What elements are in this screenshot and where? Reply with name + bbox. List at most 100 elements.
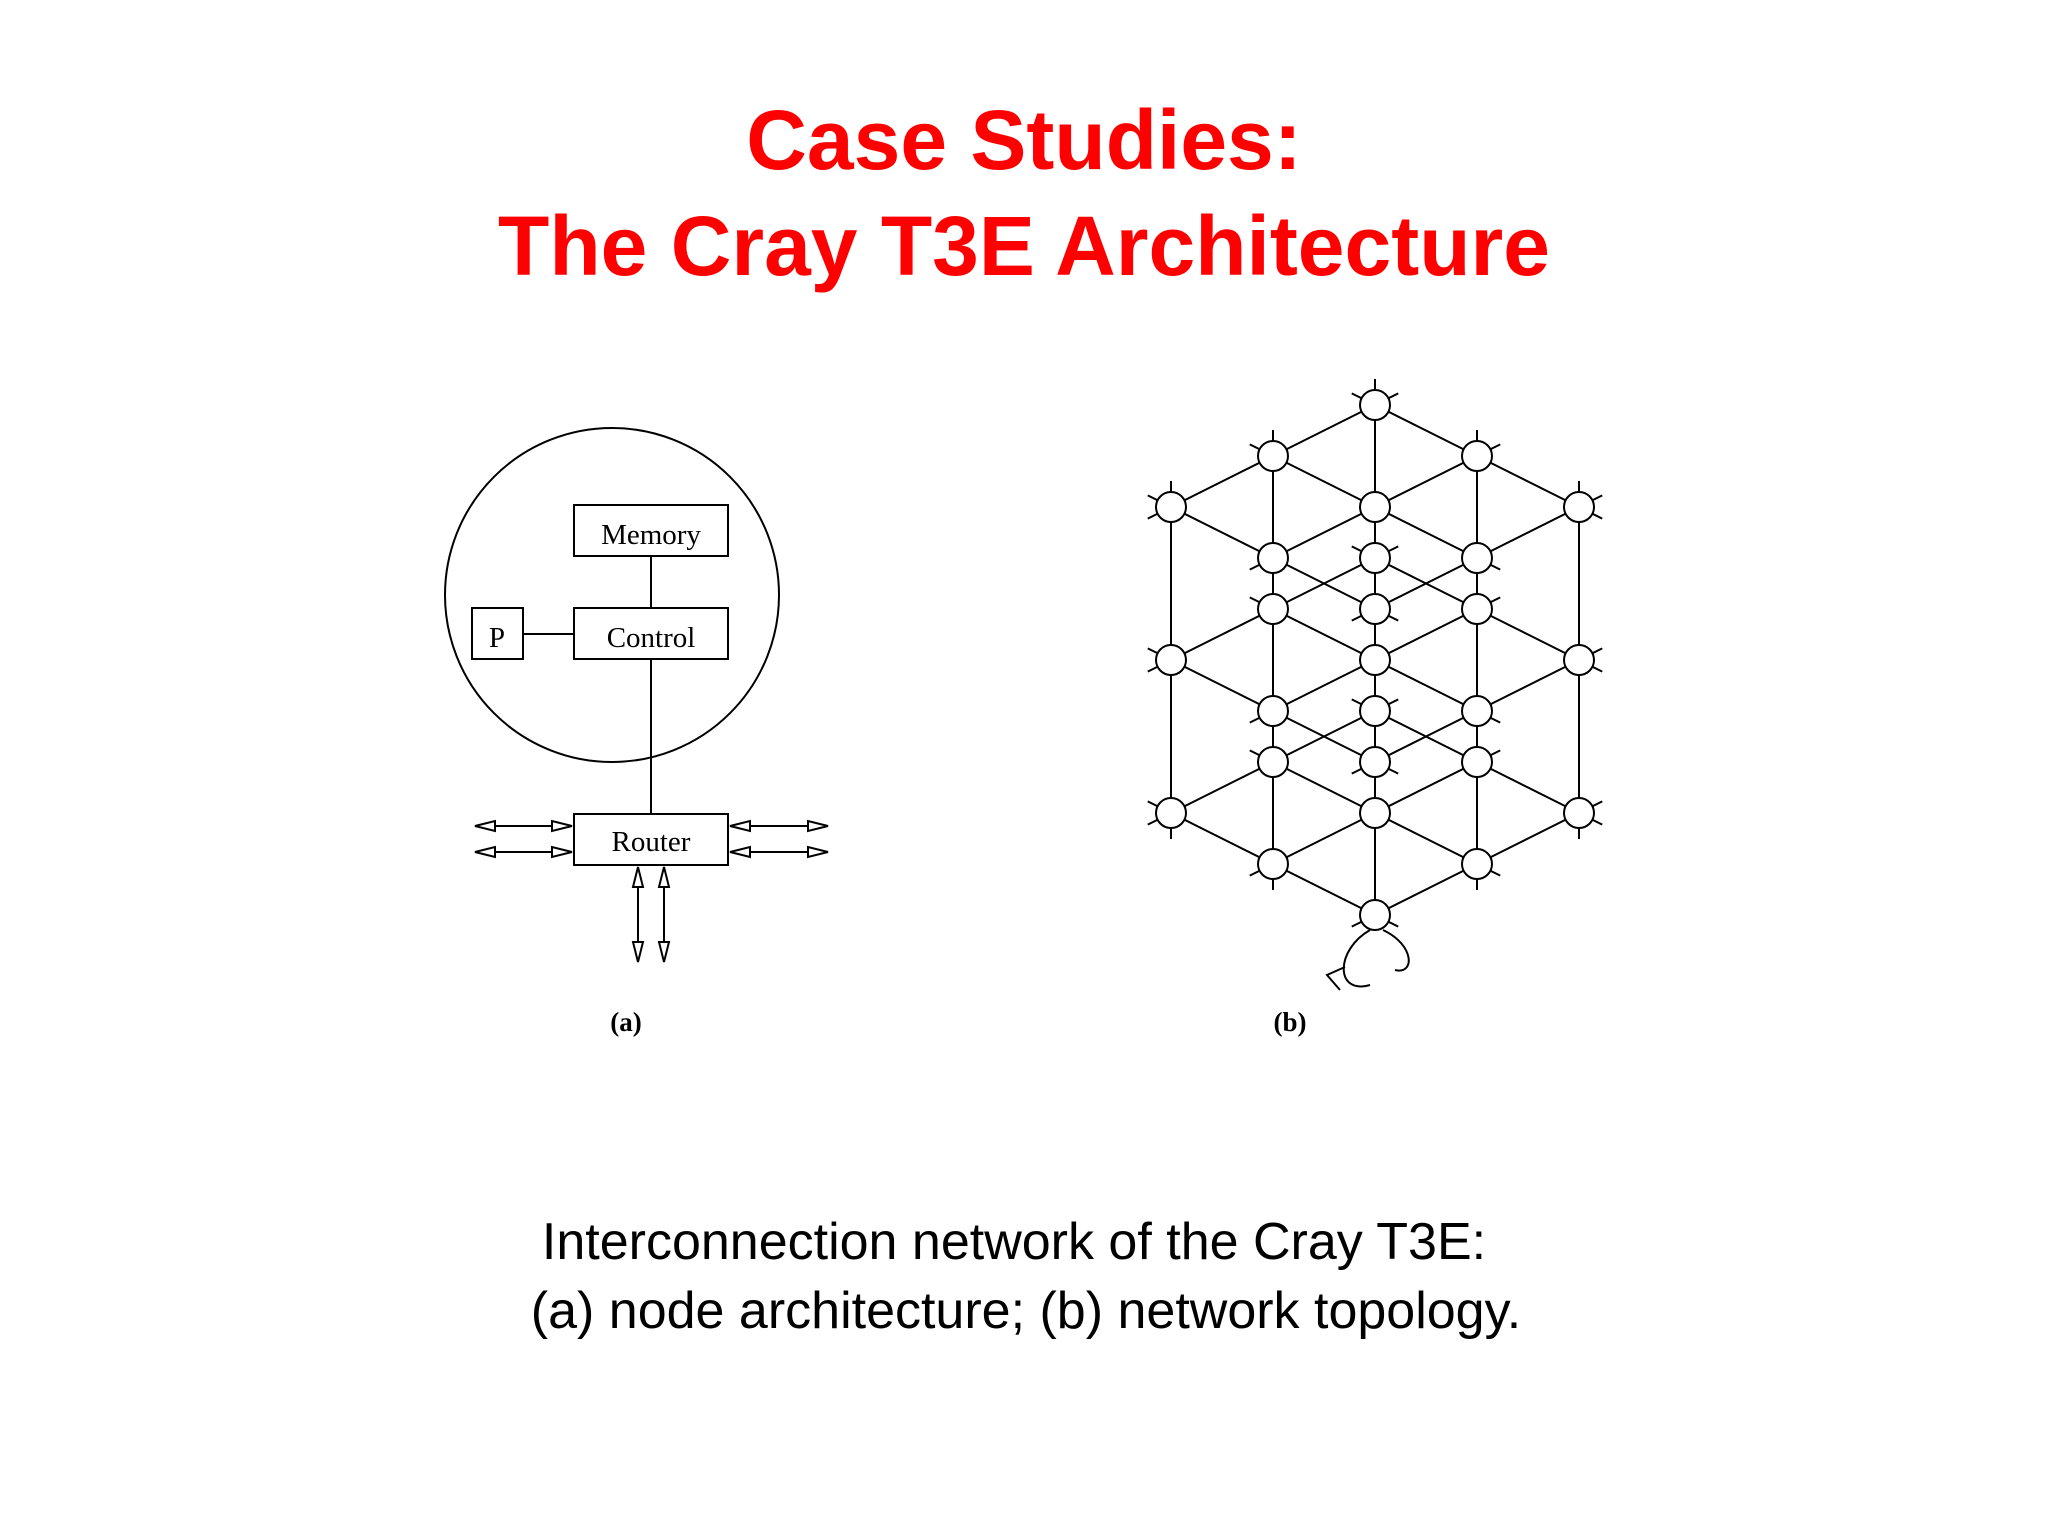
router-east-arrow-lower — [729, 845, 829, 859]
torus-link — [1272, 812, 1376, 865]
network-node — [1257, 542, 1289, 574]
wraparound-stub — [1591, 512, 1603, 520]
wraparound-stub — [1591, 818, 1603, 826]
torus-link — [1374, 557, 1478, 610]
wraparound-stub — [1147, 665, 1159, 673]
torus-link — [1170, 608, 1274, 661]
network-diagram-sublabel: (b) — [1274, 1007, 1307, 1037]
torus-link — [1170, 761, 1274, 814]
slide-title-line-1: Case Studies: — [746, 93, 1302, 187]
torus-link — [1272, 761, 1376, 814]
network-node — [1563, 644, 1595, 676]
torus-link — [1170, 455, 1274, 508]
torus-link — [1272, 659, 1376, 712]
network-node — [1461, 746, 1493, 778]
wraparound-stub — [1249, 749, 1261, 757]
torus-link — [1374, 710, 1478, 763]
wraparound-stub — [1489, 749, 1501, 757]
network-node — [1461, 848, 1493, 880]
network-node — [1461, 695, 1493, 727]
wraparound-stub — [1249, 596, 1261, 604]
wraparound-stubs — [1147, 379, 1603, 928]
torus-link — [1170, 812, 1274, 865]
router-south-arrow-left — [631, 866, 645, 963]
memory-label: Memory — [601, 519, 701, 551]
network-node — [1359, 389, 1391, 421]
router-label: Router — [612, 826, 691, 858]
torus-link — [1272, 455, 1376, 508]
network-node — [1257, 848, 1289, 880]
network-node — [1155, 797, 1187, 829]
node-boundary-circle — [444, 427, 780, 763]
network-node — [1461, 593, 1493, 625]
figure-caption-line-1: Interconnection network of the Cray T3E: — [541, 1213, 1487, 1271]
torus-link — [1476, 455, 1580, 508]
wraparound-loop — [1382, 929, 1410, 972]
wraparound-stub — [1387, 698, 1399, 706]
network-node — [1359, 695, 1391, 727]
torus-link — [1170, 659, 1274, 712]
network-node — [1359, 746, 1391, 778]
network-node — [1155, 644, 1187, 676]
wraparound-stub — [1591, 800, 1603, 808]
torus-links — [1170, 404, 1580, 916]
wraparound-stub — [1591, 647, 1603, 655]
wraparound-stub — [1249, 716, 1261, 724]
network-node — [1155, 491, 1187, 523]
wraparound-stub — [1147, 647, 1159, 655]
torus-link — [1476, 506, 1580, 559]
torus-link — [1476, 812, 1580, 865]
router-arrows — [474, 819, 829, 963]
torus-link — [1476, 761, 1580, 814]
network-node — [1257, 593, 1289, 625]
wraparound-stub — [1489, 443, 1501, 451]
network-node — [1257, 440, 1289, 472]
torus-link — [1374, 608, 1478, 661]
torus-link — [1374, 812, 1478, 865]
wraparound-stub — [1489, 716, 1501, 724]
wraparound-stub — [1351, 392, 1363, 400]
torus-link — [1272, 710, 1376, 763]
router-east-arrow-upper — [729, 819, 829, 833]
wraparound-stub — [1249, 869, 1261, 877]
figure-caption-line-2: (a) node architecture; (b) network topol… — [530, 1282, 1522, 1340]
wraparound-stub — [1351, 920, 1363, 928]
wraparound-stub — [1591, 494, 1603, 502]
wraparound-stub — [1147, 800, 1159, 808]
wraparound-stub — [1387, 392, 1399, 400]
network-node — [1461, 440, 1493, 472]
processor-label: P — [489, 622, 505, 654]
router-south-arrow-right — [657, 866, 671, 963]
router-west-arrow-lower — [474, 845, 573, 859]
torus-link — [1374, 659, 1478, 712]
network-node — [1359, 899, 1391, 931]
wraparound-stub — [1489, 596, 1501, 604]
node-diagram-sublabel: (a) — [610, 1007, 641, 1037]
torus-nodes — [1155, 389, 1595, 931]
router-west-arrow-upper — [474, 819, 573, 833]
network-node — [1257, 695, 1289, 727]
torus-link — [1374, 506, 1478, 559]
torus-link — [1374, 404, 1478, 457]
network-node — [1563, 491, 1595, 523]
network-node — [1359, 593, 1391, 625]
wraparound-stub — [1387, 545, 1399, 553]
wraparound-stub — [1249, 563, 1261, 571]
torus-link — [1272, 863, 1376, 916]
wraparound-stub — [1249, 443, 1261, 451]
wraparound-stub — [1489, 563, 1501, 571]
wraparound-stub — [1489, 869, 1501, 877]
torus-link — [1476, 659, 1580, 712]
wraparound-stub — [1387, 767, 1399, 775]
torus-link — [1476, 608, 1580, 661]
torus-link — [1272, 557, 1376, 610]
wraparound-stub — [1147, 818, 1159, 826]
node-architecture-diagram — [444, 427, 829, 963]
slide-title-line-2: The Cray T3E Architecture — [498, 199, 1550, 293]
wraparound-stub — [1351, 698, 1363, 706]
network-node — [1257, 746, 1289, 778]
wraparound-stub — [1387, 614, 1399, 622]
control-label: Control — [607, 622, 696, 654]
